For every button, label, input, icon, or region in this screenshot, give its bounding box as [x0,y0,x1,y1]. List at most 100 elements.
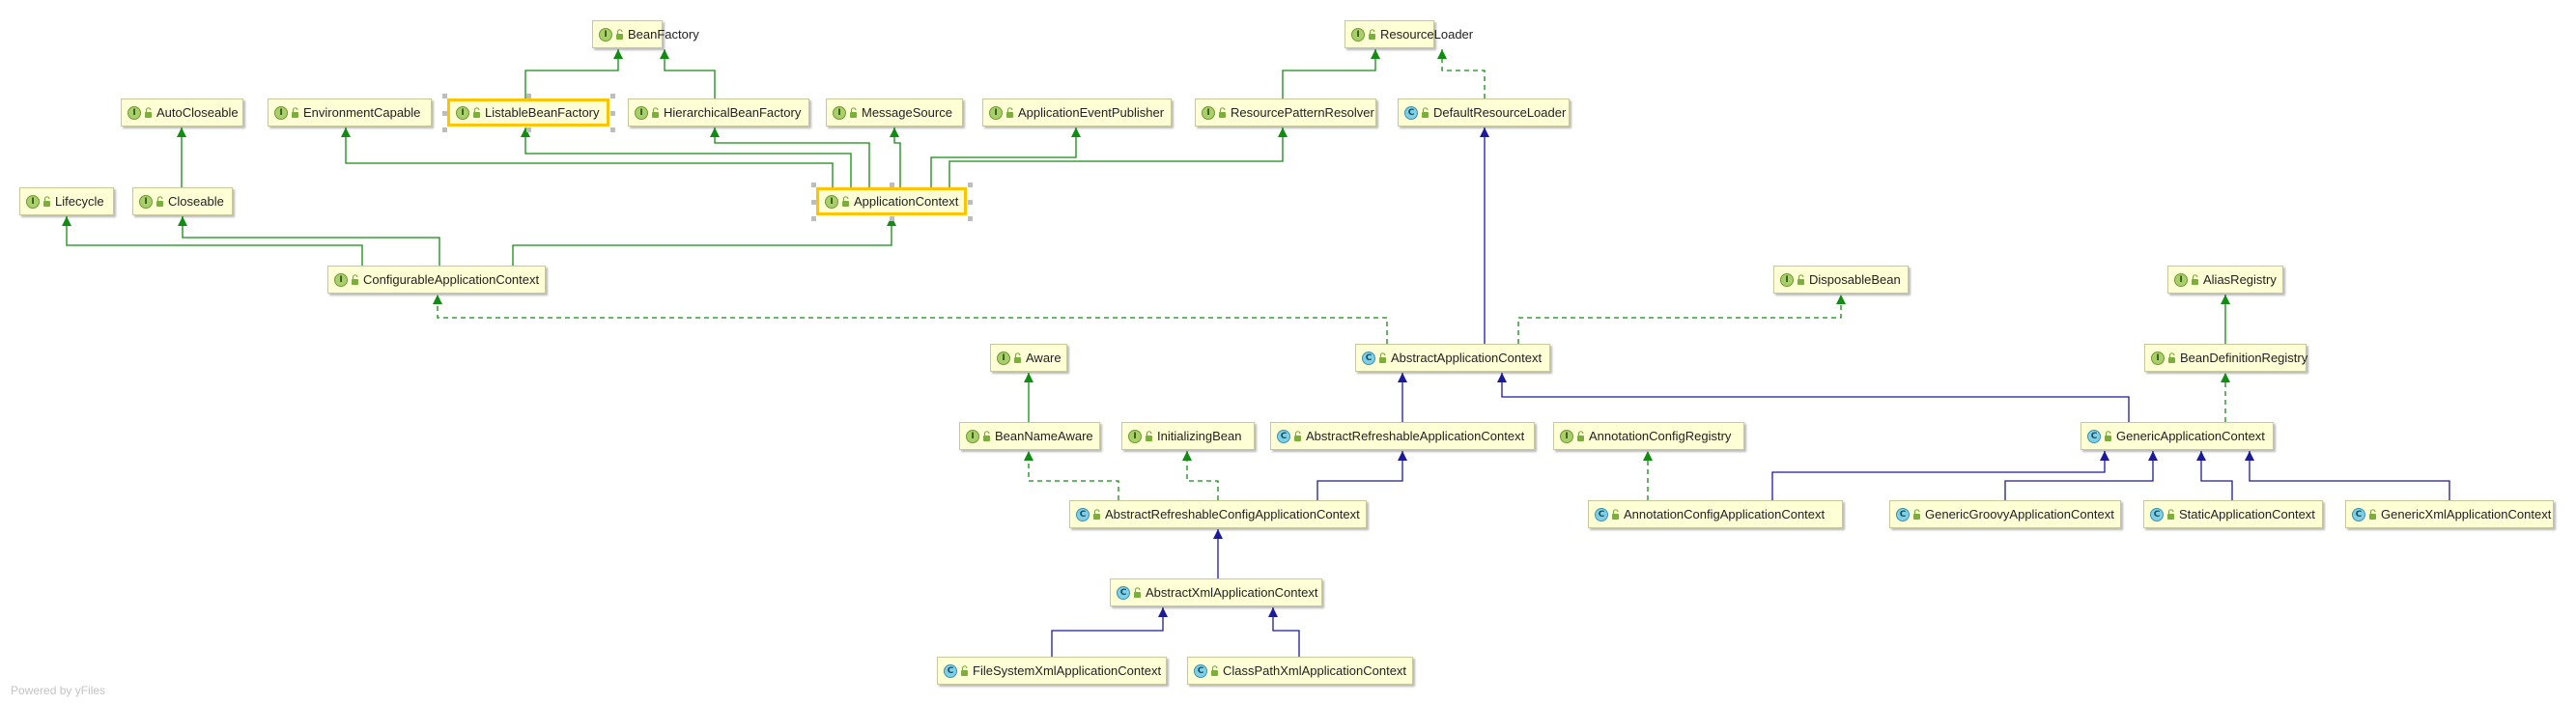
class-icon: C [1896,507,1910,521]
node-label: GenericXmlApplicationContext [2381,507,2552,521]
class-icon: C [2352,507,2365,521]
interface-icon: I [456,105,469,120]
edge-AbstractRefreshableConfigApplicationContext-to-AbstractRefreshableApplicationContext [1316,451,1407,500]
interface-icon: I [26,194,40,209]
selection-handle[interactable] [890,216,894,221]
selection-handle[interactable] [811,216,816,221]
class-icon: C [1117,585,1130,600]
selection-handle[interactable] [610,111,615,116]
node-InitializingBean[interactable]: I InitializingBean [1121,422,1255,450]
selection-handle[interactable] [442,127,447,132]
interface-icon: I [966,429,979,443]
selection-handle[interactable] [968,200,973,205]
selection-handle[interactable] [442,94,447,99]
node-label: AbstractApplicationContext [1391,351,1543,365]
node-GenericGroovyApplicationContext[interactable]: C GenericGroovyApplicationContext [1889,500,2121,528]
edge-GenericApplicationContext-to-AbstractApplicationContext [1497,373,2130,422]
public-visibility-icon [615,28,625,42]
selection-handle[interactable] [811,200,816,205]
node-ConfigurableApplicationContext[interactable]: I ConfigurableApplicationContext [327,266,546,294]
node-label: ConfigurableApplicationContext [363,272,540,287]
edge-ApplicationContext-to-ListableBeanFactory [521,127,852,187]
interface-icon: I [274,105,288,120]
public-visibility-icon [351,273,360,287]
interface-icon: I [1780,272,1794,287]
public-visibility-icon [472,106,482,120]
interface-icon: I [127,105,141,120]
edge-ConfigurableApplicationContext-to-ApplicationContext [512,216,896,266]
node-label: Aware [1026,351,1062,365]
node-label: FileSystemXmlApplicationContext [973,663,1162,678]
edge-AbstractRefreshableConfigApplicationContext-to-BeanNameAware [1024,451,1119,500]
edge-AnnotationConfigApplicationContext-to-GenericApplicationContext [1771,451,2109,500]
node-AutoCloseable[interactable]: I AutoCloseable [121,99,243,127]
edge-layer [62,49,2450,657]
selection-handle[interactable] [610,127,615,132]
node-GenericXmlApplicationContext[interactable]: C GenericXmlApplicationContext [2345,500,2554,528]
selection-handle[interactable] [442,111,447,116]
selection-handle[interactable] [526,127,531,132]
edge-ApplicationContext-to-HierarchicalBeanFactory [710,127,870,187]
node-label: InitializingBean [1157,429,1242,443]
interface-icon: I [1128,429,1142,443]
node-AbstractApplicationContext[interactable]: C AbstractApplicationContext [1355,344,1550,372]
selection-handle[interactable] [968,183,973,187]
edge-FileSystemXmlApplicationContext-to-AbstractXmlApplicationContext [1051,607,1168,657]
class-icon: C [1277,429,1290,443]
node-label: AutoCloseable [156,105,239,120]
interface-icon: I [1202,105,1215,120]
node-label: ResourceLoader [1380,27,1474,42]
class-icon: C [1362,351,1375,365]
selection-handle[interactable] [890,183,894,187]
public-visibility-icon [1576,430,1586,443]
interface-icon: I [825,194,838,209]
public-visibility-icon [2368,508,2378,521]
selection-handle[interactable] [526,94,531,99]
public-visibility-icon [1293,430,1303,443]
class-icon: C [1595,507,1608,521]
public-visibility-icon [1133,586,1143,600]
node-label: GenericGroovyApplicationContext [1925,507,2114,521]
interface-icon: I [334,272,348,287]
selection-handle[interactable] [968,216,973,221]
edge-ConfigurableApplicationContext-to-Lifecycle [62,216,363,266]
edge-ApplicationContext-to-ApplicationEventPublisher [930,127,1081,187]
edge-ListableBeanFactory-to-BeanFactory [524,49,623,99]
public-visibility-icon [1368,28,1377,42]
public-visibility-icon [1145,430,1154,443]
edge-ApplicationContext-to-EnvironmentCapable [341,127,834,187]
public-visibility-icon [1611,508,1621,521]
selection-handle[interactable] [811,183,816,187]
node-label: GenericApplicationContext [2116,429,2265,443]
node-label: MessageSource [862,105,952,120]
public-visibility-icon [651,106,661,120]
selection-handle[interactable] [610,94,615,99]
